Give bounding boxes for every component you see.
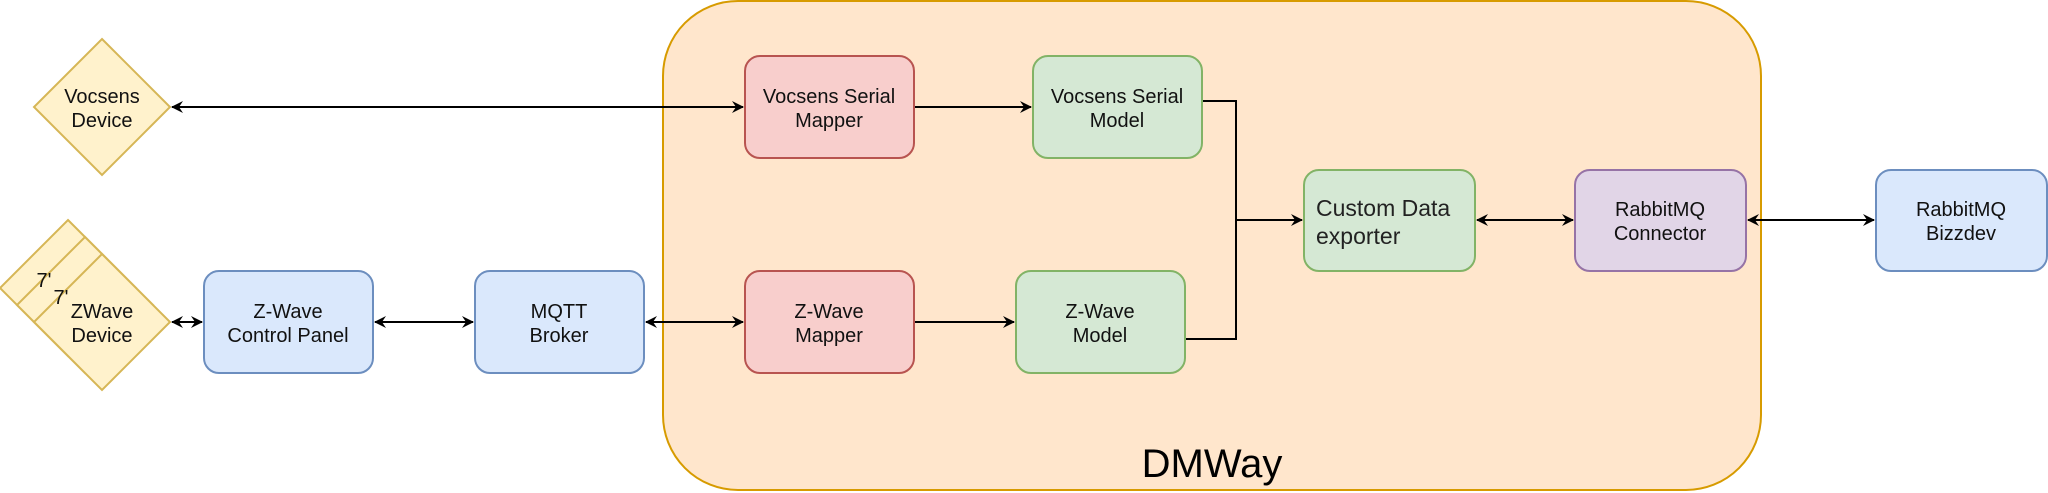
dmway-label: DMWay (1142, 442, 1283, 486)
vocsens-device-label-line1: Vocsens (64, 86, 140, 108)
rabbitmq-bizzdev-node[interactable]: RabbitMQ Bizzdev (1875, 169, 2048, 272)
zwave-model-label-line2: Model (1073, 325, 1127, 347)
vocsens-serial-model-node[interactable]: Vocsens Serial Model (1032, 55, 1203, 159)
edge-zwave-model-to-exporter-branch[interactable] (1186, 220, 1237, 340)
zwave-model-node[interactable]: Z-Wave Model (1015, 270, 1186, 374)
rabbitmq-connector-label-line2: Connector (1614, 223, 1707, 245)
vocsens-device-label-line2: Device (71, 110, 132, 132)
custom-data-exporter-node[interactable]: Custom Data exporter (1303, 169, 1476, 272)
zwave-mapper-node[interactable]: Z-Wave Mapper (744, 270, 915, 374)
rabbitmq-connector-label-line1: RabbitMQ (1615, 199, 1705, 221)
custom-data-exporter-label-line1: Custom Data (1316, 195, 1450, 221)
zwave-control-panel-label-line1: Z-Wave (253, 301, 322, 323)
zwave-device-back-label-1: 7' (37, 270, 52, 292)
vocsens-serial-mapper-node[interactable]: Vocsens Serial Mapper (744, 55, 915, 159)
vocsens-device-node[interactable]: Vocsens Device (32, 37, 172, 177)
zwave-mapper-label-line2: Mapper (795, 325, 863, 347)
custom-data-exporter-label-line2: exporter (1316, 223, 1401, 249)
mqtt-broker-label-line1: MQTT (531, 301, 588, 323)
zwave-model-label-line1: Z-Wave (1065, 301, 1134, 323)
zwave-device-label-line2: Device (71, 325, 132, 347)
vocsens-serial-mapper-label-line1: Vocsens Serial (763, 86, 895, 108)
zwave-device-label-line1: ZWave (71, 301, 134, 323)
vocsens-serial-model-label-line2: Model (1090, 110, 1144, 132)
mqtt-broker-node[interactable]: MQTT Broker (474, 270, 645, 374)
rabbitmq-bizzdev-label-line1: RabbitMQ (1916, 199, 2006, 221)
edge-serial-model-to-exporter-branch[interactable] (1202, 100, 1237, 220)
rabbitmq-connector-node[interactable]: RabbitMQ Connector (1574, 169, 1747, 272)
zwave-mapper-label-line1: Z-Wave (794, 301, 863, 323)
rabbitmq-bizzdev-label-line2: Bizzdev (1926, 223, 1996, 245)
zwave-control-panel-label-line2: Control Panel (227, 325, 348, 347)
dmway-container[interactable]: DMWay (662, 0, 1762, 491)
edges (171, 100, 1875, 340)
vocsens-serial-mapper-label-line2: Mapper (795, 110, 863, 132)
zwave-device-node[interactable]: 7' 7' ZWave Device (0, 218, 172, 392)
mqtt-broker-label-line2: Broker (530, 325, 589, 347)
zwave-device-back-label-2: 7' (54, 287, 69, 309)
zwave-control-panel-node[interactable]: Z-Wave Control Panel (203, 270, 374, 374)
vocsens-serial-model-label-line1: Vocsens Serial (1051, 86, 1183, 108)
